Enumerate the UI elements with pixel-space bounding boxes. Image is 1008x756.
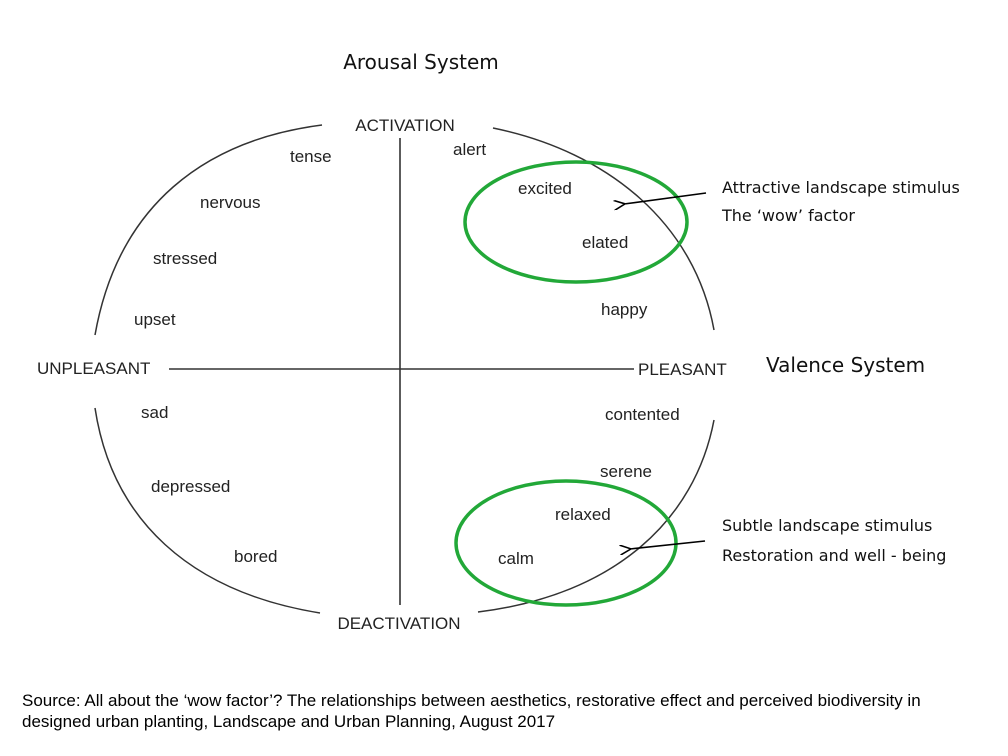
outline-arc-top-left — [94, 124, 323, 336]
emotion-excited: excited — [518, 179, 572, 198]
outline-arc-top-right — [492, 127, 715, 331]
emotion-alert: alert — [453, 140, 486, 159]
emotion-serene: serene — [600, 462, 652, 481]
axis-label-pleasant: PLEASANT — [638, 360, 727, 379]
arousal-system-heading: Arousal System — [343, 50, 499, 74]
emotion-calm: calm — [498, 549, 534, 568]
outline-arc-bottom-left — [94, 407, 321, 614]
annotation-attractive-line1: Attractive landscape stimulus — [722, 178, 960, 197]
emotion-bored: bored — [234, 547, 277, 566]
emotion-contented: contented — [605, 405, 680, 424]
emotion-relaxed: relaxed — [555, 505, 611, 524]
axis-label-unpleasant: UNPLEASANT — [37, 359, 150, 378]
emotion-depressed: depressed — [151, 477, 230, 496]
axis-label-deactivation: DEACTIVATION — [337, 614, 460, 633]
annotation-subtle-line1: Subtle landscape stimulus — [722, 516, 932, 535]
emotion-upset: upset — [134, 310, 176, 329]
emotion-nervous: nervous — [200, 193, 260, 212]
source-citation: Source: All about the ‘wow factor’? The … — [22, 691, 921, 731]
emotion-tense: tense — [290, 147, 332, 166]
annotation-subtle-line2: Restoration and well - being — [722, 546, 946, 565]
emotion-happy: happy — [601, 300, 648, 319]
arrow-to-wow-ellipse — [624, 192, 707, 204]
restoration-ellipse — [454, 479, 678, 607]
arrow-to-restoration-ellipse — [630, 540, 706, 549]
emotion-stressed: stressed — [153, 249, 217, 268]
emotion-sad: sad — [141, 403, 168, 422]
annotation-attractive-line2: The ‘wow’ factor — [721, 206, 855, 225]
wow-factor-ellipse — [463, 160, 689, 284]
emotion-elated: elated — [582, 233, 628, 252]
axis-label-activation: ACTIVATION — [355, 116, 455, 135]
valence-system-heading: Valence System — [766, 353, 925, 377]
